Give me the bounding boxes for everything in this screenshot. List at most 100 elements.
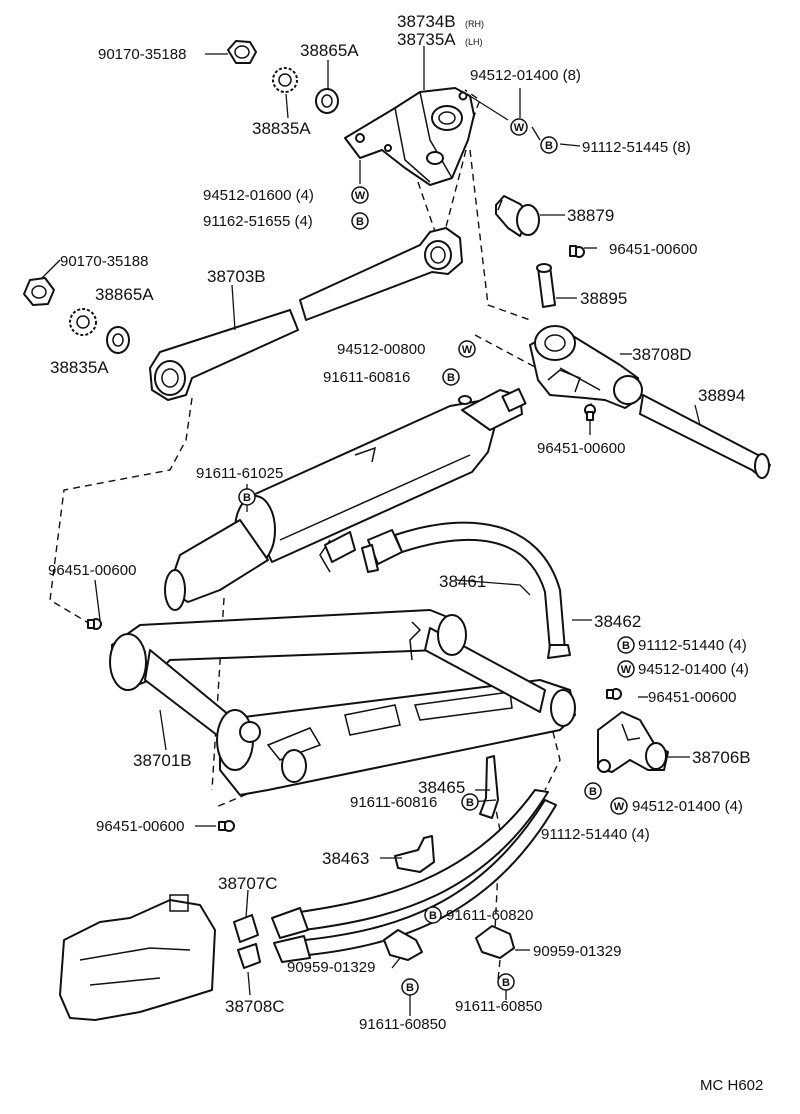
label-91112-51440-4b: 91112-51440 (4) [541,826,650,843]
nut-left [23,277,55,306]
label-96451-00600-e: 96451-00600 [96,818,184,835]
lower-hoses [271,789,557,963]
lift-bracket-38734b [344,87,475,186]
label-38708c: 38708C [225,997,285,1016]
lock-washer-upper [272,67,298,93]
diagram-code: MC H602 [700,1077,763,1094]
label-96451-00600-c: 96451-00600 [48,562,136,579]
svg-text:W: W [462,344,473,356]
bolt-symbol: B [424,906,442,924]
label-91112-51440-4a: 91112-51440 (4) [638,637,747,654]
label-38708d: 38708D [632,345,692,364]
label-38894: 38894 [698,386,745,405]
nut-upper [227,40,257,64]
leader-lines [41,46,701,1016]
label-38895: 38895 [580,289,627,308]
label-91162-51655-4: 91162-51655 (4) [203,213,313,230]
svg-text:B: B [429,910,437,922]
bracket-38463 [394,835,435,873]
bolt-symbol: B [461,793,479,811]
label-91611-60850-a: 91611-60850 [359,1016,446,1033]
grease-fitting-5 [606,688,622,700]
pin-38895 [536,263,556,308]
hose-clamp-left [383,929,423,961]
label-91611-60850-b: 91611-60850 [455,998,542,1015]
label-91611-61025: 91611-61025 [196,465,283,482]
grease-fitting-1 [569,245,585,258]
label-94512-01400-8: 94512-01400 (8) [470,67,581,84]
pin-38879 [495,195,540,237]
washer-left [106,326,130,354]
label-38835a-b: 38835A [50,358,109,377]
cross-shaft-38894 [639,394,771,479]
label-91611-60816-a: 91611-60816 [323,369,410,386]
label-38865a-a: 38865A [300,41,359,60]
svg-text:B: B [447,372,455,384]
lift-rod-38703b [149,227,463,401]
bracket-38706b [597,711,669,773]
lift-arm-frame-38701b [109,609,576,796]
svg-text:B: B [545,140,553,152]
label-90959-01329-a: 90959-01329 [287,959,375,976]
label-96451-00600-b: 96451-00600 [537,440,625,457]
label-38703b: 38703B [207,267,266,286]
label-38734b-side: (RH) [465,19,484,29]
svg-text:W: W [614,801,625,813]
label-91112-51445-8: 91112-51445 (8) [582,139,691,156]
washer-symbol: W [458,340,476,358]
washer-symbol: W [617,660,635,678]
hose-38461-38462 [361,521,571,659]
label-38707c: 38707C [218,874,278,893]
label-38735a: 38735A [397,30,456,49]
svg-text:W: W [621,664,632,676]
bolt-symbol: B [401,978,419,996]
grease-fitting-4 [218,820,235,832]
label-38463: 38463 [322,849,369,868]
label-38879: 38879 [567,206,614,225]
washer-symbol: W [351,186,369,204]
label-38462: 38462 [594,612,641,631]
washer-symbol: W [610,797,628,815]
bolt-symbol: B [540,136,558,154]
label-38865a-b: 38865A [95,285,154,304]
bolt-symbol: B [351,212,369,230]
label-38461: 38461 [439,572,486,591]
hydraulic-cylinder [164,387,527,611]
svg-text:W: W [514,122,525,134]
label-91611-60816-b: 91611-60816 [350,794,437,811]
fastener-symbols: W B W B W B B B W B W B B B B [238,118,635,996]
svg-text:B: B [502,977,510,989]
label-38734b: 38734B [397,12,456,31]
bolt-symbol: B [442,368,460,386]
label-94512-01400-4b: 94512-01400 (4) [632,798,743,815]
bolt-symbol: B [497,973,515,991]
svg-text:B: B [589,786,597,798]
label-96451-00600-a: 96451-00600 [609,241,697,258]
label-38701b: 38701B [133,751,192,770]
svg-text:B: B [622,640,630,652]
label-38835a-a: 38835A [252,119,311,138]
label-38465: 38465 [418,778,465,797]
svg-text:B: B [243,492,251,504]
label-38735a-side: (LH) [465,37,483,47]
label-91611-60820: 91611-60820 [446,907,533,924]
svg-text:B: B [406,982,414,994]
label-38706b: 38706B [692,748,751,767]
label-94512-01600-4: 94512-01600 (4) [203,187,314,204]
bolt-symbol: B [238,488,256,506]
washer-upper [315,88,339,114]
svg-text:B: B [466,797,474,809]
fitting-38707c [233,914,259,943]
bolt-symbol: B [584,782,602,800]
svg-text:W: W [355,190,366,202]
bolt-symbol: B [617,636,635,654]
grease-fitting-2 [584,404,596,421]
grease-fitting-3 [87,618,102,630]
svg-text:B: B [356,216,364,228]
label-90170-35188-a: 90170-35188 [98,46,186,63]
lift-arm-38708d [529,325,643,409]
lock-washer-left [69,308,97,336]
washer-symbol: W [510,118,528,136]
label-94512-01400-4a: 94512-01400 (4) [638,661,749,678]
